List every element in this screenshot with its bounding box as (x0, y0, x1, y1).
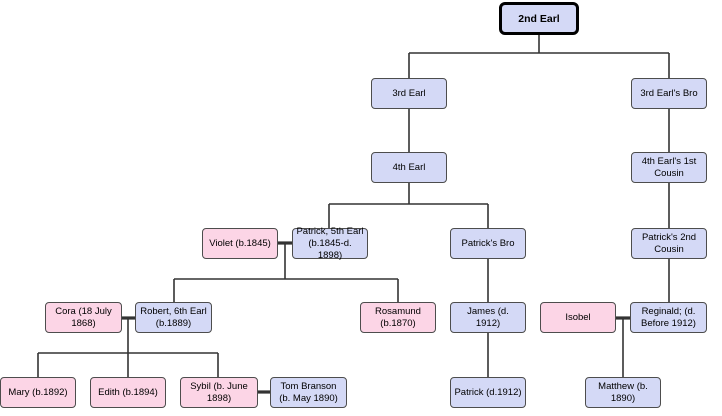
person-matthew[interactable]: Matthew (b. 1890) (585, 377, 661, 408)
person-james[interactable]: James (d. 1912) (450, 302, 526, 333)
person-3rd-earls-bro[interactable]: 3rd Earl's Bro (631, 78, 707, 109)
person-patricks-2nd-cousin[interactable]: Patrick's 2nd Cousin (631, 228, 707, 259)
person-tom-branson[interactable]: Tom Branson (b. May 1890) (270, 377, 347, 408)
person-isobel[interactable]: Isobel (540, 302, 616, 333)
person-patrick-5th-earl[interactable]: Patrick, 5th Earl (b.1845-d. 1898) (292, 226, 368, 261)
person-4th-earls-1st-cousin[interactable]: 4th Earl's 1st Cousin (631, 152, 707, 183)
person-patricks-bro[interactable]: Patrick's Bro (450, 228, 526, 259)
person-sybil[interactable]: Sybil (b. June 1898) (180, 377, 258, 408)
person-rosamund[interactable]: Rosamund (b.1870) (360, 302, 436, 333)
person-violet[interactable]: Violet (b.1845) (202, 228, 278, 259)
person-2nd-earl[interactable]: 2nd Earl (499, 2, 579, 35)
person-robert-6th-earl[interactable]: Robert, 6th Earl (b.1889) (135, 302, 212, 333)
person-mary[interactable]: Mary (b.1892) (0, 377, 76, 408)
person-edith[interactable]: Edith (b.1894) (90, 377, 166, 408)
person-patrick-1912[interactable]: Patrick (d.1912) (450, 377, 526, 408)
person-3rd-earl[interactable]: 3rd Earl (371, 78, 447, 109)
person-reginald[interactable]: Reginald; (d. Before 1912) (630, 302, 707, 333)
person-4th-earl[interactable]: 4th Earl (371, 152, 447, 183)
person-cora[interactable]: Cora (18 July 1868) (45, 302, 122, 333)
